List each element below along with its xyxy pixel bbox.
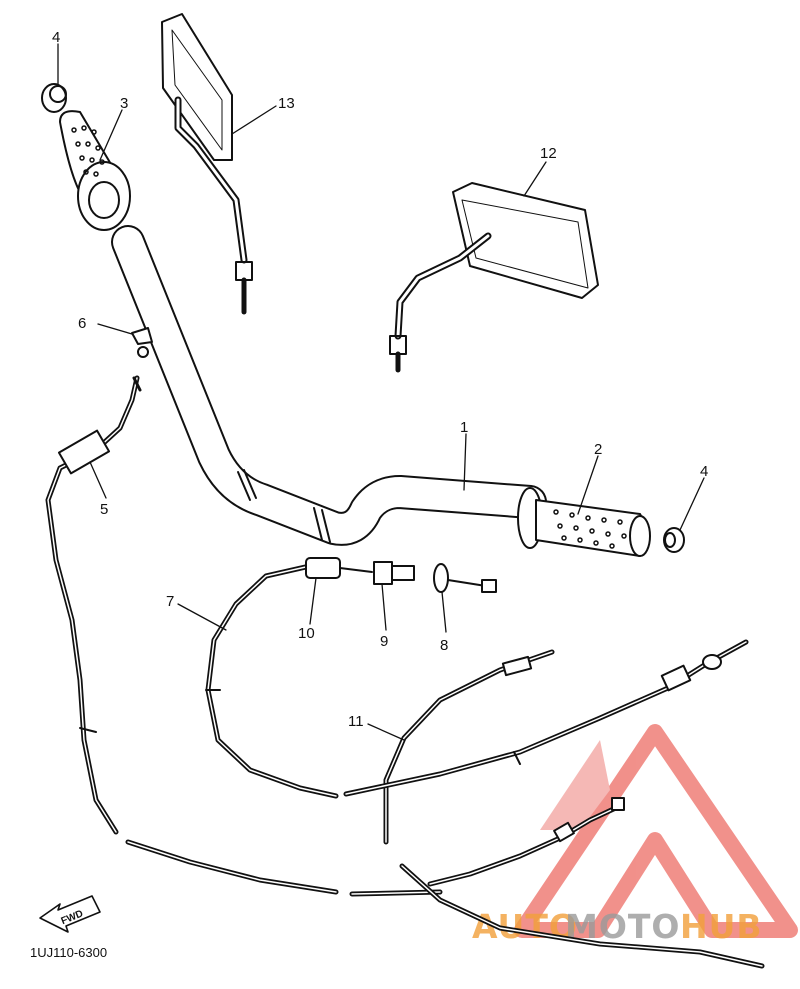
part-3-left-grip [59, 110, 131, 231]
fwd-arrow-icon [39, 895, 101, 933]
callout-11: 11 [348, 713, 364, 730]
callout-10: 10 [298, 625, 315, 642]
part-13-left-mirror [161, 13, 253, 315]
part-code: 1UJ110-6300 [30, 945, 107, 960]
callout-12: 12 [540, 145, 557, 162]
part-4-left-end-cap [41, 83, 67, 113]
callout-7: 7 [166, 593, 174, 610]
leader-lines [57, 43, 705, 741]
part-12-right-mirror [389, 182, 599, 373]
part-5-throttle-cable [45, 375, 443, 897]
part-8-locknut [433, 563, 497, 593]
callout-9: 9 [380, 633, 388, 650]
callout-4-left: 4 [52, 29, 60, 46]
part-1-handlebar [111, 225, 547, 546]
watermark-text-hub: HUB [680, 907, 763, 946]
callout-1: 1 [460, 419, 468, 436]
callout-6: 6 [78, 315, 86, 332]
part-4-right-end-cap [663, 527, 685, 553]
part-11-throttle-cables [343, 639, 765, 969]
callout-13: 13 [278, 95, 295, 112]
part-9-adjuster-nut [373, 561, 415, 585]
part-6-cable-guide [131, 327, 153, 358]
callout-3: 3 [120, 95, 128, 112]
part-7-clutch-cable [205, 563, 339, 799]
callout-5: 5 [100, 501, 108, 518]
callout-4-right: 4 [700, 463, 708, 480]
part-10-cable-end [305, 557, 373, 579]
callout-2: 2 [594, 441, 602, 458]
part-2-right-grip [517, 487, 651, 557]
callout-8: 8 [440, 637, 448, 654]
